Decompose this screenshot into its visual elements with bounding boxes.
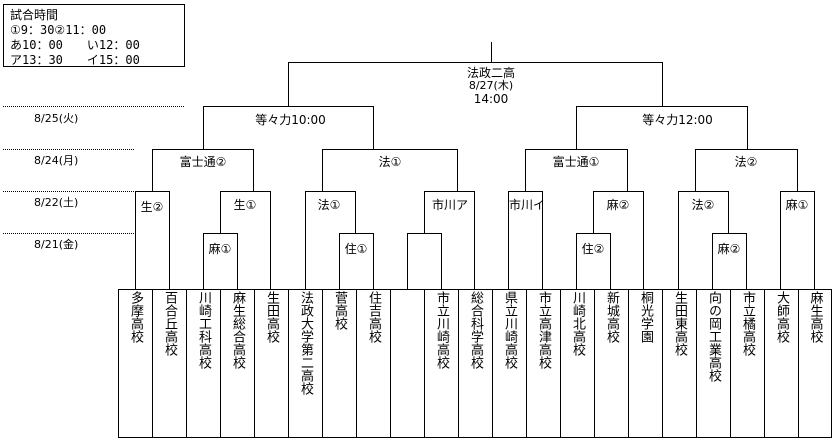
legend-line: あ10：00 い12：00 — [10, 38, 140, 52]
team-name: 大師高校 — [774, 291, 789, 343]
final-date: 8/27(木) — [468, 79, 514, 92]
round3-label: 生① — [230, 196, 260, 213]
team-name: 向の岡工業高校 — [706, 291, 721, 382]
team-name: 百合丘高校 — [162, 291, 177, 356]
team-cell: 法政大学第二高校 — [288, 289, 322, 438]
team-cell: 麻生高校 — [798, 289, 832, 438]
date-divider — [3, 191, 134, 192]
team-name: 川崎北高校 — [570, 291, 585, 356]
round2-label: 住② — [578, 240, 608, 257]
team-name: 菅高校 — [332, 291, 347, 330]
semifinal-label: 等々力12:00 — [630, 111, 725, 128]
team-name: 法政大学第二高校 — [298, 291, 313, 395]
round-date: 8/24(月) — [34, 154, 79, 167]
legend-line: ア13：30 イ15：00 — [10, 53, 140, 67]
round3-label: 法② — [688, 196, 718, 213]
team-name: 市立橘高校 — [740, 291, 755, 356]
quarterfinal-label: 法② — [726, 153, 766, 170]
date-divider — [3, 149, 134, 150]
team-name: 市立川崎高校 — [434, 291, 449, 369]
team-cell: 菅高校 — [322, 289, 356, 438]
final-info: 法政二高 8/27(木) 14:00 — [450, 66, 532, 106]
team-cell: 生田高校 — [254, 289, 288, 438]
quarterfinal-label: 富士通① — [541, 153, 611, 170]
final-venue: 法政二高 — [466, 66, 515, 80]
team-name: 麻生総合高校 — [230, 291, 245, 369]
round3-label: 麻② — [603, 196, 633, 213]
team-name — [391, 290, 424, 437]
team-cell: 多摩高校 — [118, 289, 152, 438]
team-cell: 百合丘高校 — [152, 289, 186, 438]
semifinal-label: 等々力10:00 — [243, 111, 338, 128]
round-date: 8/21(金) — [34, 238, 79, 251]
team-name: 住吉高校 — [366, 291, 381, 343]
team-cell: 向の岡工業高校 — [696, 289, 730, 438]
team-name: 県立川崎高校 — [502, 291, 517, 369]
final-time: 14:00 — [473, 92, 509, 106]
round-date: 8/25(火) — [34, 112, 79, 125]
quarterfinal-label: 富士通② — [168, 153, 238, 170]
team-cell: 市立橘高校 — [730, 289, 764, 438]
team-cell: 総合科学高校 — [458, 289, 492, 438]
team-cell: 県立川崎高校 — [492, 289, 526, 438]
round3-label: 市川イ — [509, 198, 546, 212]
round-date: 8/22(土) — [34, 196, 79, 209]
round2-label: 住① — [341, 240, 371, 257]
team-name: 生田東高校 — [672, 291, 687, 356]
team-cell: 麻生総合高校 — [220, 289, 254, 438]
team-name: 総合科学高校 — [468, 291, 483, 369]
round2-label: 麻① — [205, 240, 235, 257]
legend-title: 試合時間 — [10, 8, 59, 22]
round2-label: 麻② — [714, 240, 744, 257]
date-divider — [3, 233, 134, 234]
team-cell: 川崎北高校 — [560, 289, 594, 438]
team-name: 多摩高校 — [128, 291, 143, 343]
team-cell: 住吉高校 — [356, 289, 390, 438]
team-cell: 市立高津高校 — [526, 289, 560, 438]
team-cell: 新城高校 — [594, 289, 628, 438]
round3-label: 生② — [138, 198, 166, 215]
team-cell: 大師高校 — [764, 289, 798, 438]
team-cell: 生田東高校 — [662, 289, 696, 438]
round3-label: 法① — [314, 196, 344, 213]
round3-label: 市川ア — [428, 196, 472, 213]
team-name: 生田高校 — [264, 291, 279, 343]
team-name: 麻生高校 — [807, 291, 823, 343]
team-cell: 川崎工科高校 — [186, 289, 220, 438]
team-name: 桐光学園 — [638, 291, 653, 343]
match-time-legend: 試合時間 ①9：30②11：00 あ10：00 い12：00 ア13：30 イ1… — [3, 4, 185, 67]
round3-label: 麻① — [782, 196, 812, 213]
team-cell: 桐光学園 — [628, 289, 662, 438]
team-name: 川崎工科高校 — [196, 291, 211, 369]
team-cell: 市立川崎高校 — [424, 289, 458, 438]
team-name: 市立高津高校 — [536, 291, 551, 369]
date-divider — [3, 106, 184, 107]
team-cell — [390, 289, 424, 438]
legend-line: ①9：30②11：00 — [10, 23, 107, 37]
team-name: 新城高校 — [604, 291, 619, 343]
quarterfinal-label: 法① — [370, 153, 410, 170]
